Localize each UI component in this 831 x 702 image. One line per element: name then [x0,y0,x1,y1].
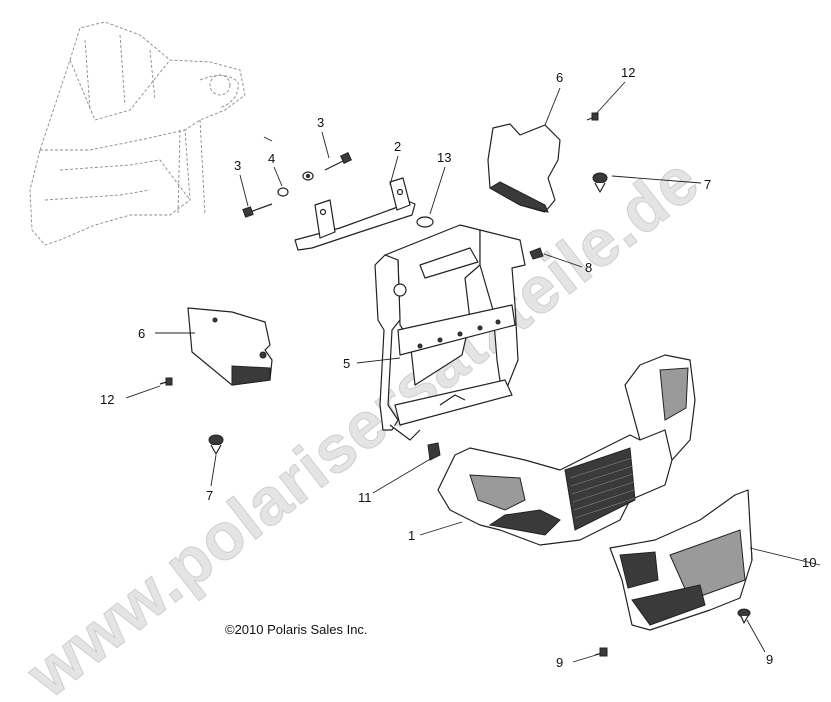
callout-labels: 3 3 4 2 13 6 12 7 8 6 5 12 7 11 1 10 9 9 [100,65,816,670]
part-12-screw-upper [586,112,599,121]
callout-9-left: 9 [556,655,563,670]
part-8-screw [529,247,544,260]
part-7-pushpin-upper [592,172,608,193]
part-10-lower-bumper [609,489,753,631]
part-9-screw-left [594,647,608,657]
callout-5: 5 [343,356,350,371]
callout-12-lower: 12 [100,392,114,407]
callout-3-right: 3 [317,115,324,130]
callout-13: 13 [437,150,451,165]
part-4-washer [277,171,314,197]
callout-6-upper: 6 [556,70,563,85]
callout-2: 2 [394,139,401,154]
part-3-bolt-left [242,203,273,218]
part-11-clip [427,442,441,461]
copyright-text: ©2010 Polaris Sales Inc. [225,622,368,637]
part-9-screw-right [737,608,751,624]
callout-1: 1 [408,528,415,543]
part-12-screw-lower [159,377,173,386]
callout-9-right: 9 [766,652,773,667]
part-1-front-fascia [437,354,696,546]
leader-lines [125,81,821,663]
callout-7-lower: 7 [206,488,213,503]
callout-4: 4 [268,151,275,166]
vehicle-frame-ghost [29,21,246,246]
callout-6-lower: 6 [138,326,145,341]
callout-12-upper: 12 [621,65,635,80]
callout-7-upper: 7 [704,177,711,192]
part-2-bracket [294,177,416,251]
part-3-bolt-right [324,152,352,171]
part-6-upper-panel [487,123,561,213]
callout-10: 10 [802,555,816,570]
callout-8: 8 [585,260,592,275]
part-6-lower-panel [187,307,273,386]
callout-3-left: 3 [234,158,241,173]
part-5-radiator-frame [374,224,526,441]
callout-11: 11 [358,490,372,505]
part-13-plug [416,216,434,228]
part-7-pushpin-lower [208,434,224,455]
